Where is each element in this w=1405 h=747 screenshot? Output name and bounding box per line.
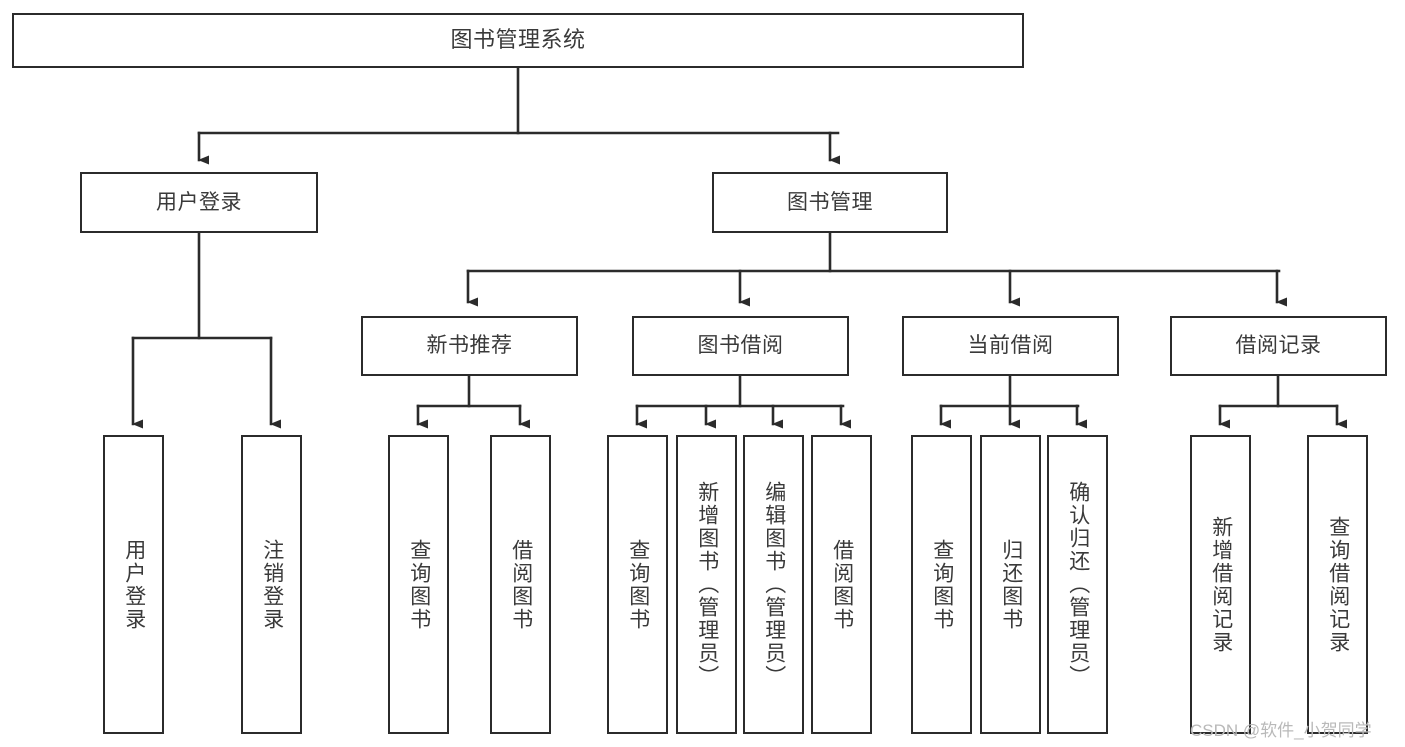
leaf-current-return-book[interactable]: 归还图书	[980, 435, 1041, 734]
leaf-record-query-record-label: 查询借阅记录	[1326, 515, 1350, 654]
leaf-borrow-edit-book-admin-label: 编辑图书（管理员）	[762, 481, 786, 688]
leaf-borrow-edit-book-admin[interactable]: 编辑图书（管理员）	[743, 435, 804, 734]
csdn-watermark: CSDN @软件_小贺同学	[1190, 721, 1372, 740]
leaf-borrow-query-book-label: 查询图书	[626, 538, 650, 631]
leaf-borrow-borrow-book[interactable]: 借阅图书	[811, 435, 872, 734]
leaf-record-query-record[interactable]: 查询借阅记录	[1307, 435, 1368, 734]
node-root[interactable]: 图书管理系统	[12, 13, 1024, 68]
leaf-recommend-borrow-book-label: 借阅图书	[509, 538, 533, 631]
node-user-login-label: 用户登录	[156, 190, 242, 214]
leaf-current-query-book[interactable]: 查询图书	[911, 435, 972, 734]
node-current-borrow-label: 当前借阅	[967, 334, 1054, 358]
leaf-borrow-add-book-admin-label: 新增图书（管理员）	[695, 481, 719, 688]
leaf-borrow-borrow-book-label: 借阅图书	[830, 538, 854, 631]
node-new-book-recommend[interactable]: 新书推荐	[361, 316, 578, 376]
leaf-user-login-login[interactable]: 用户登录	[103, 435, 164, 734]
leaf-current-query-book-label: 查询图书	[930, 538, 954, 631]
leaf-borrow-query-book[interactable]: 查询图书	[607, 435, 668, 734]
leaf-user-login-login-label: 用户登录	[122, 538, 146, 631]
node-book-management[interactable]: 图书管理	[712, 172, 948, 233]
node-root-label: 图书管理系统	[450, 27, 586, 53]
node-book-management-label: 图书管理	[787, 190, 873, 214]
leaf-current-confirm-return-admin-label: 确认归还（管理员）	[1066, 481, 1090, 688]
node-book-borrow[interactable]: 图书借阅	[632, 316, 849, 376]
leaf-current-return-book-label: 归还图书	[999, 538, 1023, 631]
node-user-login[interactable]: 用户登录	[80, 172, 318, 233]
leaf-current-confirm-return-admin[interactable]: 确认归还（管理员）	[1047, 435, 1108, 734]
node-new-book-recommend-label: 新书推荐	[426, 334, 513, 358]
leaf-user-login-logout[interactable]: 注销登录	[241, 435, 302, 734]
node-borrow-record[interactable]: 借阅记录	[1170, 316, 1387, 376]
node-book-borrow-label: 图书借阅	[697, 334, 784, 358]
node-borrow-record-label: 借阅记录	[1235, 334, 1322, 358]
leaf-recommend-query-book-label: 查询图书	[407, 538, 431, 631]
leaf-record-add-record[interactable]: 新增借阅记录	[1190, 435, 1251, 734]
node-current-borrow[interactable]: 当前借阅	[902, 316, 1119, 376]
leaf-recommend-borrow-book[interactable]: 借阅图书	[490, 435, 551, 734]
leaf-recommend-query-book[interactable]: 查询图书	[388, 435, 449, 734]
leaf-borrow-add-book-admin[interactable]: 新增图书（管理员）	[676, 435, 737, 734]
leaf-user-login-logout-label: 注销登录	[260, 538, 284, 631]
leaf-record-add-record-label: 新增借阅记录	[1209, 515, 1233, 654]
